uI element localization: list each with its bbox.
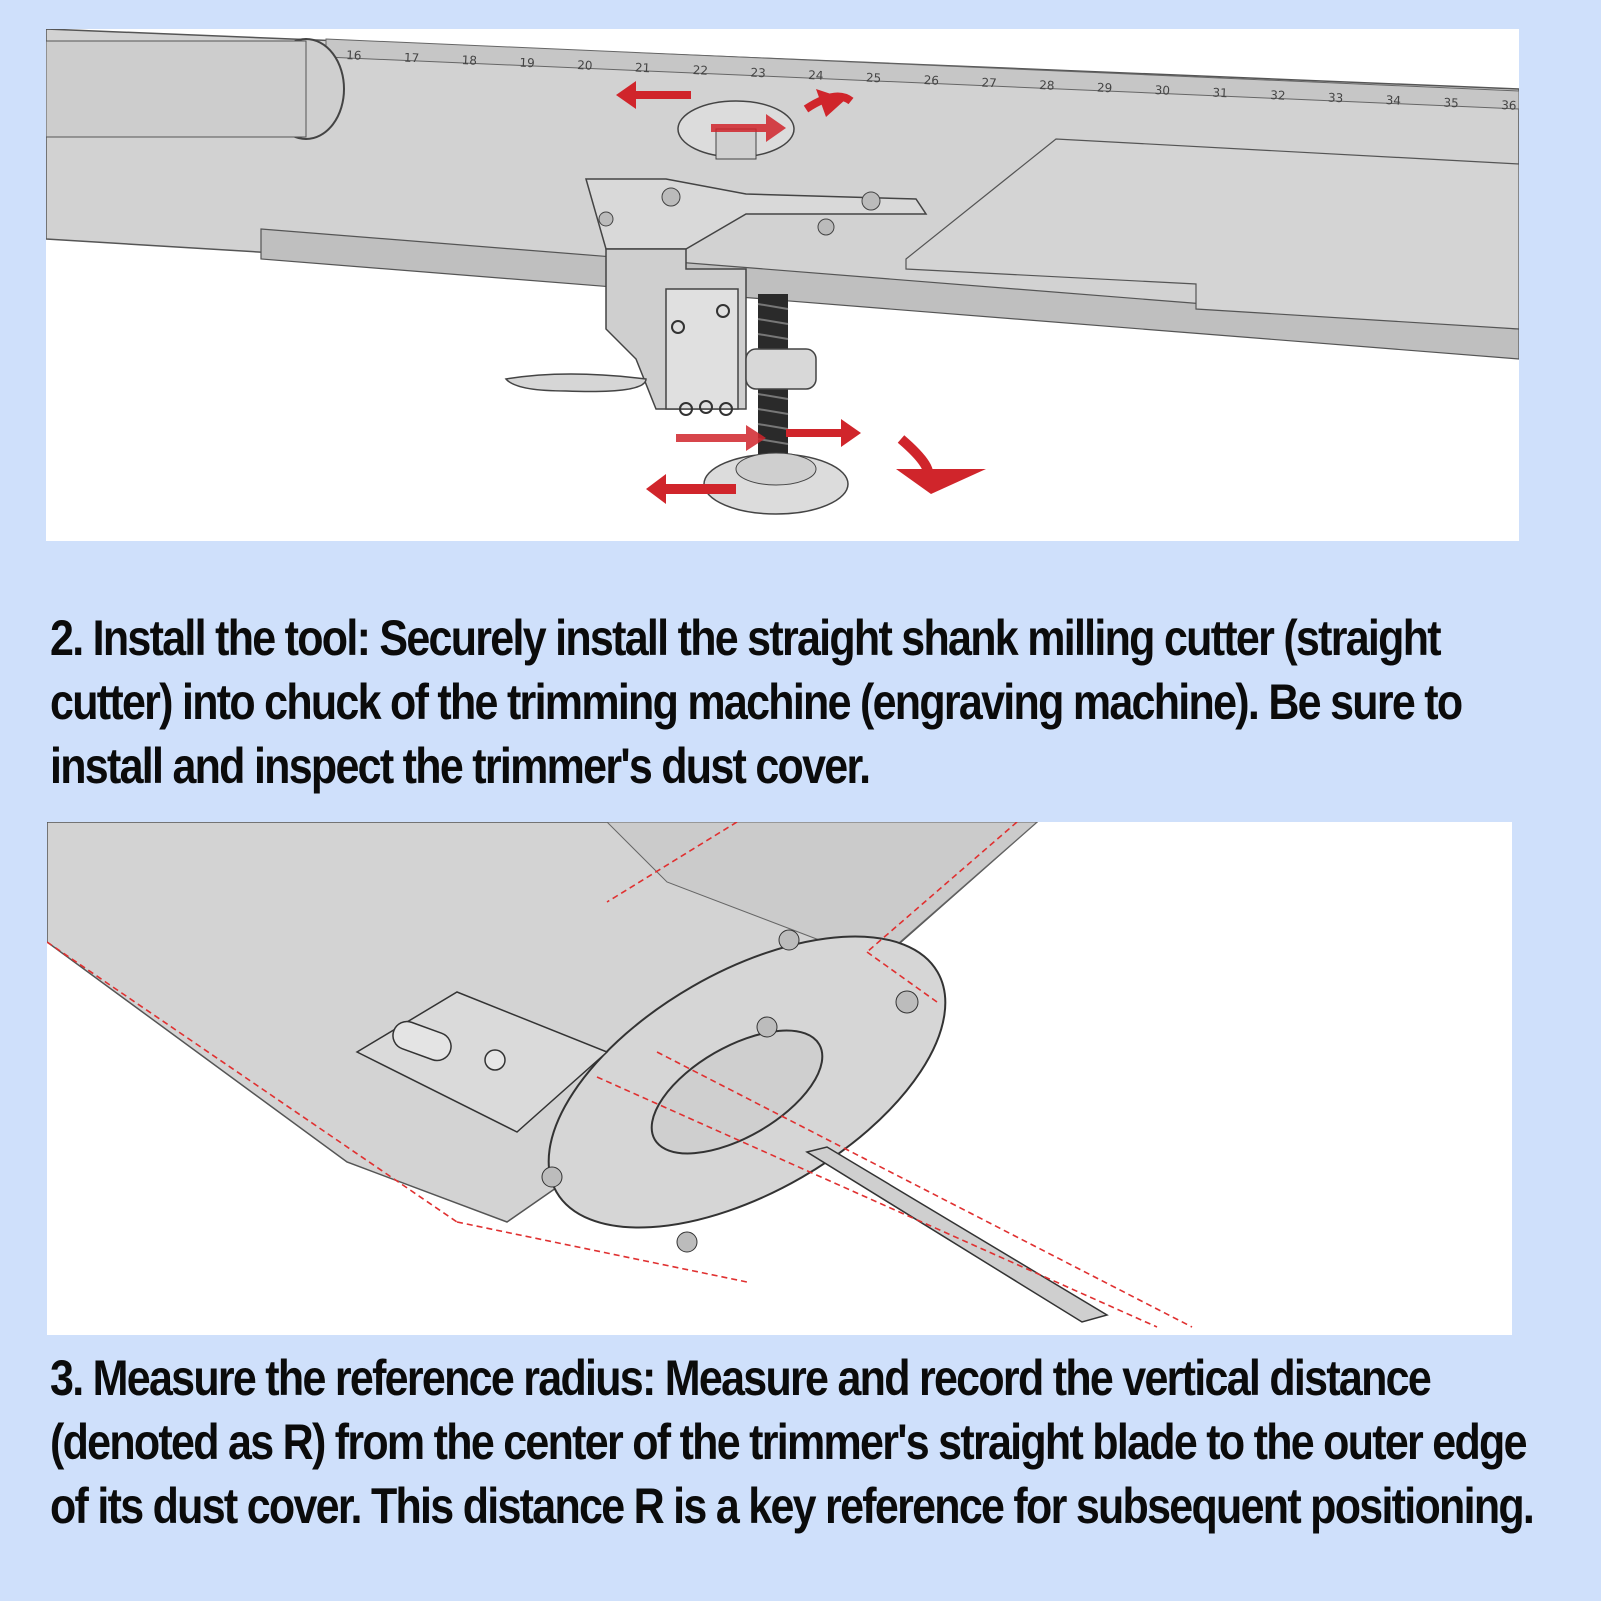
ruler-tick-label: 26 xyxy=(923,73,939,88)
base-hole-2 xyxy=(756,1016,778,1038)
step-2-instruction: 2. Install the tool: Securely install th… xyxy=(50,610,1463,794)
ruler-tick-label: 29 xyxy=(1097,81,1113,96)
ruler-tick-label: 18 xyxy=(461,53,477,68)
ruler-tick-label: 17 xyxy=(404,51,420,66)
link-hole-3 xyxy=(679,402,693,416)
guide-lines xyxy=(47,822,1193,1328)
ruler-tick-label: 30 xyxy=(1154,83,1170,98)
ruler-tick-label: 28 xyxy=(1039,78,1055,93)
link-hole-1 xyxy=(671,320,685,334)
screw-collar xyxy=(745,348,817,390)
base-opening xyxy=(650,1029,824,1155)
link-hole-5 xyxy=(719,402,733,416)
rail-cylinder xyxy=(46,40,307,138)
ruler-tick-label: 36 xyxy=(1501,98,1517,113)
ruler-tick-label: 20 xyxy=(577,58,593,73)
ruler-tick-label: 22 xyxy=(692,63,708,78)
bolt-3 xyxy=(817,218,835,236)
ruler-tick-label: 21 xyxy=(635,61,651,76)
ruler-tick-label: 27 xyxy=(981,76,997,91)
ruler-ticks: 16 17 18 19 20 21 22 23 24 25 26 27 28 29 30 31 32 33 34 35… xyxy=(346,48,1517,113)
base-hole-1 xyxy=(895,990,919,1014)
base-hole-4 xyxy=(541,1166,563,1188)
body-screw xyxy=(778,929,800,951)
ruler-tick-label: 24 xyxy=(808,68,824,83)
step-3-instruction: 3. Measure the reference radius: Measure… xyxy=(50,1350,1535,1534)
link-plate xyxy=(665,288,739,410)
ruler-tick-label: 23 xyxy=(750,66,766,81)
bracket-hole xyxy=(484,1049,506,1071)
trimmer-base-illustration-icon xyxy=(47,822,1193,1328)
bolt-1 xyxy=(661,187,681,207)
ruler-tick-label: 31 xyxy=(1212,86,1228,101)
link-hole-4 xyxy=(699,400,713,414)
top-knob-stem xyxy=(715,128,757,160)
bottom-knob-hub xyxy=(735,452,817,486)
ruler-tick-label: 34 xyxy=(1385,93,1401,108)
bolt-4 xyxy=(598,211,614,227)
ruler-tick-label: 25 xyxy=(866,71,882,86)
rail-plate xyxy=(905,138,1519,330)
straight-cutter xyxy=(805,1146,1109,1323)
bolt-2 xyxy=(861,191,881,211)
rail-step xyxy=(260,228,1519,360)
bracket-slot xyxy=(392,1020,452,1062)
clamp-adjustment-illustration-icon: 16 17 18 19 20 21 22 23 24 25 26 27 28 29 30 31 32 33 34 35… xyxy=(46,29,1519,515)
ruler-tick-label: 32 xyxy=(1270,88,1286,103)
lock-lever xyxy=(504,373,647,393)
clamp-illustration-panel: 16 17 18 19 20 21 22 23 24 25 26 27 28 29 30 31 32 33 34 35… xyxy=(46,29,1519,541)
link-hole-2 xyxy=(716,304,730,318)
trimmer-illustration-panel xyxy=(47,822,1512,1335)
rotation-arrows xyxy=(616,81,986,504)
ruler-tick-label: 35 xyxy=(1443,96,1459,111)
ruler-tick-label: 19 xyxy=(519,56,535,71)
base-hole-3 xyxy=(676,1231,698,1253)
ruler-tick-label: 16 xyxy=(346,48,362,63)
ruler-tick-label: 33 xyxy=(1328,91,1344,106)
